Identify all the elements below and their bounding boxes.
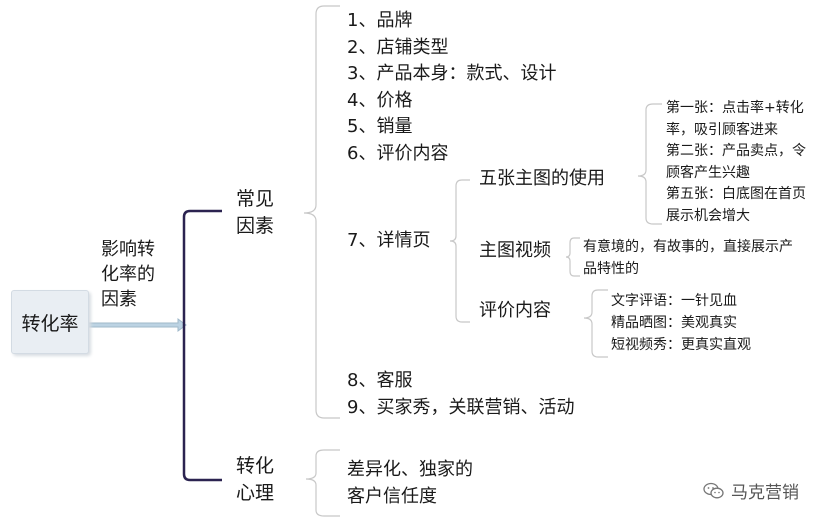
detail-reviews: 评价内容 <box>479 300 551 321</box>
note-line: 有意境的，有故事的，直接展示产 <box>583 239 793 255</box>
branch-label-line: 转化 <box>236 455 275 477</box>
edge-label: 影响转 化率的 因素 <box>101 237 155 312</box>
note-line: 第一张：点击率+转化 <box>666 100 804 116</box>
factor-list-bottom: 8、客服 9、买家秀，关联营销、活动 <box>347 368 574 421</box>
edge-label-line: 化率的 <box>101 264 155 285</box>
edge-label-line: 因素 <box>101 289 137 310</box>
note-line: 短视频秀：更真实直观 <box>611 337 751 353</box>
factor-list-top: 1、品牌 2、店铺类型 3、产品本身：款式、设计 4、价格 5、销量 6、评价内… <box>347 8 556 168</box>
factor-detail-page: 7、详情页 <box>347 230 431 251</box>
main-images-notes: 第一张：点击率+转化 率，吸引顾客进来 第二张：产品卖点，令 顾客产生兴趣 第五… <box>666 98 806 227</box>
factor-item: 3、产品本身：款式、设计 <box>347 63 557 85</box>
branch-label-line: 常见 <box>236 188 275 210</box>
root-label: 转化率 <box>21 312 79 335</box>
video-brace <box>565 237 580 277</box>
branch-conversion-psychology: 转化 心理 <box>236 453 274 507</box>
branch-label-line: 因素 <box>236 215 275 237</box>
factor-item: 5、销量 <box>347 116 413 138</box>
main-bracket <box>182 209 222 482</box>
note-line: 展示机会增大 <box>666 207 750 224</box>
factor-item: 8、客服 <box>347 370 413 391</box>
reviews-notes: 文字评语：一针见血 精品晒图：美观真实 短视频秀：更真实直观 <box>611 290 751 356</box>
factor-item: 6、评价内容 <box>347 142 449 164</box>
factor-item: 9、买家秀，关联营销、活动 <box>347 396 575 418</box>
branch-label-line: 心理 <box>236 482 275 504</box>
psych-items: 差异化、独家的 客户信任度 <box>347 456 473 510</box>
factor-item: 4、价格 <box>347 89 413 111</box>
note-line: 品特性的 <box>583 261 639 277</box>
wechat-icon <box>703 482 724 498</box>
factor-item: 2、店铺类型 <box>347 36 449 58</box>
watermark-text: 马克营销 <box>731 483 799 503</box>
note-line: 文字评语：一针见血 <box>611 293 737 309</box>
branch-common-factors: 常见 因素 <box>236 186 274 240</box>
detail-brace <box>449 179 470 323</box>
note-line: 第二张：产品卖点，令 <box>666 143 806 159</box>
psych-item: 客户信任度 <box>347 486 437 507</box>
psych-item: 差异化、独家的 <box>347 459 473 480</box>
note-line: 率，吸引顾客进来 <box>666 121 778 138</box>
detail-main-video: 主图视频 <box>479 240 551 261</box>
note-line: 第五张：白底图在首页 <box>666 186 806 202</box>
factor-item: 1、品牌 <box>347 10 413 31</box>
common-factors-brace <box>303 5 340 419</box>
note-line: 精品晒图：美观真实 <box>611 315 737 331</box>
psych-brace <box>305 449 340 517</box>
edge-label-line: 影响转 <box>101 239 155 260</box>
root-node: 转化率 <box>11 290 89 354</box>
main-video-notes: 有意境的，有故事的，直接展示产 品特性的 <box>583 236 793 280</box>
reviews-brace <box>583 289 608 358</box>
watermark: 马克营销 <box>703 478 799 503</box>
root-arrow <box>87 318 187 332</box>
note-line: 顾客产生兴趣 <box>666 164 750 181</box>
detail-main-images: 五张主图的使用 <box>479 168 605 189</box>
main-images-brace <box>637 103 662 225</box>
